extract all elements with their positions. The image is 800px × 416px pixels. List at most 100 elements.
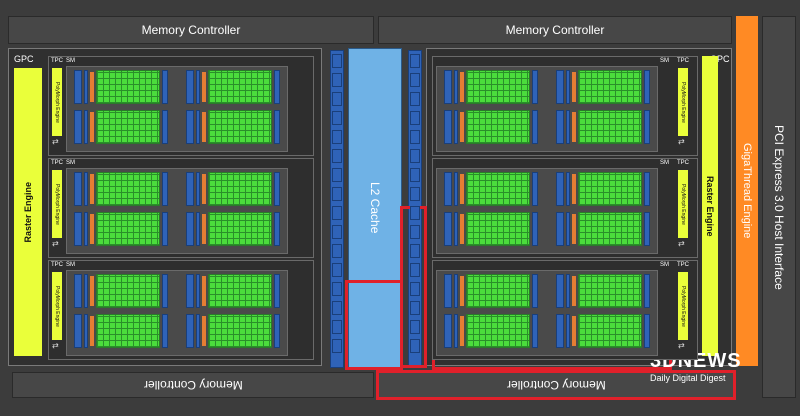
cuda-core-grid [96,212,160,246]
arrows-icon: ⇄ [52,137,59,146]
ld-st-bar [532,274,538,308]
sfu-bar [202,316,206,346]
sfu-bar [90,316,94,346]
arrows-icon: ⇄ [52,341,59,350]
register-bar [84,70,88,104]
sfu-bar [460,276,464,306]
sfu-bar [572,72,576,102]
warp-scheduler-bar [556,70,564,104]
ld-st-bar [162,110,168,144]
sm-label: SM [660,160,669,166]
register-bar [566,212,570,246]
pci-label: PCI Express 3.0 Host Interface [772,124,786,290]
register-bar [566,172,570,206]
cuda-core-grid [96,70,160,104]
sm-label: SM [66,58,75,64]
cuda-core-grid [578,70,642,104]
central-column-segment [410,263,420,277]
gpc-label-left: GPC [14,54,34,64]
highlight-bottom-memory-controller [376,370,736,400]
pci-express-host-interface: PCI Express 3.0 Host Interface [762,16,796,398]
register-bar [84,110,88,144]
cuda-core-grid [466,172,530,206]
sfu-bar [202,276,206,306]
warp-scheduler-bar [74,274,82,308]
register-bar [454,274,458,308]
register-bar [196,70,200,104]
warp-scheduler-bar [186,70,194,104]
ld-st-bar [274,110,280,144]
central-column-segment [410,149,420,163]
warp-scheduler-bar [74,314,82,348]
ld-st-bar [532,70,538,104]
warp-scheduler-bar [444,110,452,144]
warp-scheduler-bar [444,274,452,308]
register-bar [84,314,88,348]
central-column-segment [332,73,342,87]
sfu-bar [460,174,464,204]
register-bar [566,314,570,348]
cuda-core-grid [466,110,530,144]
sfu-bar [202,214,206,244]
central-column-segment [410,92,420,106]
polymorph-label: PolyMorph Engine [680,81,686,123]
ld-st-bar [644,212,650,246]
warp-scheduler-bar [444,70,452,104]
cuda-core-grid [96,274,160,308]
warp-scheduler-bar [444,314,452,348]
sfu-bar [202,112,206,142]
cuda-core-grid [96,110,160,144]
sm-label: SM [660,262,669,268]
ld-st-bar [644,110,650,144]
cuda-core-grid [208,70,272,104]
sfu-bar [202,72,206,102]
cuda-core-grid [208,314,272,348]
arrows-icon: ⇄ [678,239,685,248]
central-column-segment [332,263,342,277]
ld-st-bar [644,314,650,348]
polymorph-engine: PolyMorph Engine [678,170,688,238]
gpc-label-right: GPC [710,54,730,64]
memory-controller-top-right: Memory Controller [378,16,732,44]
ld-st-bar [274,274,280,308]
ld-st-bar [274,212,280,246]
polymorph-engine: PolyMorph Engine [52,272,62,340]
polymorph-label: PolyMorph Engine [680,183,686,225]
ld-st-bar [644,172,650,206]
register-bar [196,110,200,144]
central-column-segment [332,339,342,353]
raster-engine-left: Raster Engine [14,68,42,356]
central-column-segment [410,187,420,201]
highlight-l2-slice [345,280,403,370]
ld-st-bar [162,314,168,348]
ld-st-bar [532,314,538,348]
sfu-bar [572,112,576,142]
polymorph-engine: PolyMorph Engine [52,68,62,136]
memory-controller-label: Memory Controller [505,23,605,37]
sm-label: SM [66,160,75,166]
warp-scheduler-bar [444,172,452,206]
warp-scheduler-bar [444,212,452,246]
warp-scheduler-bar [556,274,564,308]
ld-st-bar [532,212,538,246]
warp-scheduler-bar [186,274,194,308]
central-column-segment [410,301,420,315]
warp-scheduler-bar [186,172,194,206]
register-bar [454,314,458,348]
register-bar [454,172,458,206]
ld-st-bar [274,172,280,206]
register-bar [454,212,458,246]
central-column-segment [332,187,342,201]
warp-scheduler-bar [74,172,82,206]
memory-controller-label: Memory Controller [141,23,241,37]
register-bar [196,314,200,348]
raster-engine-right: Raster Engine [702,56,718,356]
central-column-segment [410,111,420,125]
sfu-bar [460,214,464,244]
polymorph-label: PolyMorph Engine [54,81,60,123]
register-bar [196,274,200,308]
ld-st-bar [532,172,538,206]
warp-scheduler-bar [74,70,82,104]
cuda-core-grid [578,212,642,246]
